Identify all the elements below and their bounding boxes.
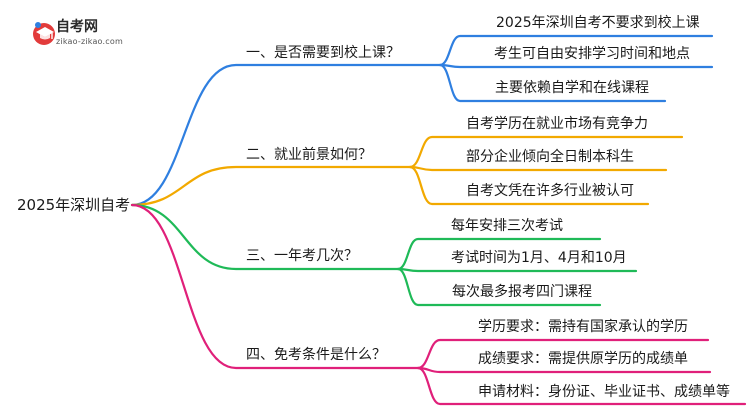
branch-label: 四、免考条件是什么？ — [246, 347, 386, 363]
leaf-label: 2025年深圳自考不要求到校上课 — [496, 15, 700, 31]
leaf-label: 自考学历在就业市场有竞争力 — [466, 116, 648, 132]
leaf-connector — [416, 338, 710, 370]
branch-label: 三、一年考几次？ — [246, 248, 358, 264]
branch-label: 二、就业前景如何？ — [246, 147, 372, 163]
leaf-connector — [408, 165, 668, 172]
leaf-connector — [438, 63, 667, 103]
leaf-label: 自考文凭在许多行业被认可 — [466, 183, 634, 199]
leaf-label: 部分企业倾向全日制本科生 — [466, 149, 634, 165]
branch-connector — [130, 63, 442, 207]
leaf-connector — [438, 63, 714, 69]
leaf-label: 每次最多报考四门课程 — [452, 284, 592, 300]
leaf-label: 申请材料：身份证、毕业证书、成绩单等 — [478, 384, 730, 400]
leaf-connector — [396, 267, 602, 307]
leaf-label: 成绩要求：需提供原学历的成绩单 — [478, 351, 688, 367]
leaf-connector — [408, 165, 650, 206]
leaf-connector — [416, 366, 747, 406]
leaf-label: 学历要求：需持有国家承认的学历 — [478, 319, 688, 335]
leaf-connector — [396, 267, 638, 273]
leaf-label: 考生可自由安排学习时间和地点 — [494, 46, 690, 62]
leaf-label: 每年安排三次考试 — [451, 218, 563, 234]
leaf-connector — [438, 34, 714, 67]
leaf-connector — [416, 366, 712, 374]
logo-domain: zikao-zikao.com — [56, 37, 123, 46]
branch-connector — [130, 203, 420, 370]
branch-connector — [130, 165, 412, 207]
root-topic: 2025年深圳自考 — [17, 196, 131, 214]
leaf-label: 主要依赖自学和在线课程 — [495, 80, 649, 96]
leaf-label: 考试时间为1月、4月和10月 — [451, 250, 627, 266]
graduation-cap-icon — [33, 22, 55, 45]
branch-connector — [130, 203, 400, 271]
branch-label: 一、是否需要到校上课？ — [246, 45, 400, 61]
logo-name: 自考网 — [56, 19, 98, 35]
leaf-connector — [408, 135, 684, 169]
leaf-connector — [396, 237, 602, 271]
